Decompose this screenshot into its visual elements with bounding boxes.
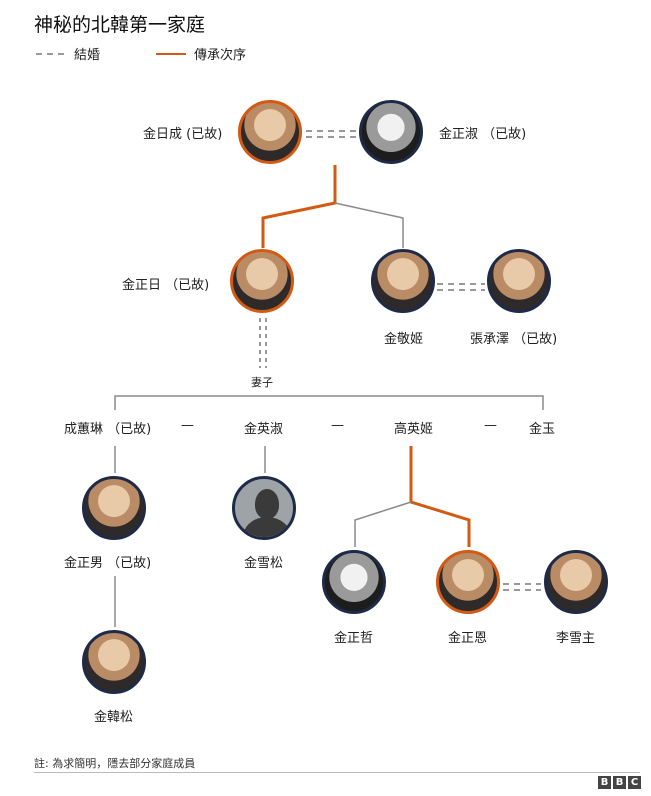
footer-divider [34,772,640,773]
bbc-logo-letter-3: C [628,776,641,789]
wives-label: 妻子 [251,376,273,389]
person-label-kim-jong-nam: 金正男 （已故) [64,556,152,571]
lineage-line-kim-kyong-hui [334,202,404,248]
succession-line-kim-jong-un [409,446,471,547]
portrait-kim-jong-il [230,249,294,313]
wives-separator-3: — [484,418,497,433]
bbc-logo-letter-2: B [613,776,626,789]
footnote: 註: 為求簡明，隱去部分家庭成員 [34,757,196,770]
bbc-logo: B B C [598,776,641,789]
person-label-kim-sol-song: 金雪松 [244,556,284,571]
portrait-kim-jong-un [436,550,500,614]
portrait-kim-il-sung [238,100,302,164]
portrait-kim-jong-nam [82,476,146,540]
person-label-kim-jong-suk: 金正淑 （已故) [439,127,527,142]
person-label-kim-il-sung: 金日成 (已故) [143,127,223,142]
portrait-kim-jong-chol [322,550,386,614]
wives-separator-2: — [331,418,344,433]
person-label-kim-ok: 金玉 [529,422,556,437]
legend-marriage-label: 結婚 [74,48,101,63]
legend-succession-label: 傳承次序 [194,48,247,63]
person-label-kim-jong-il: 金正日 （已故) [122,278,210,293]
person-label-kim-han-sol: 金韓松 [94,710,134,725]
portrait-ri-sol-ju [544,550,608,614]
legend-succession: 傳承次序 [156,44,246,63]
person-label-song-hye-rim: 成蕙琳 （已故) [64,422,152,437]
marriage-line-swatch [36,52,64,55]
person-label-kim-young-suk: 金英淑 [244,422,284,437]
bbc-logo-letter-1: B [598,776,611,789]
person-label-ko-yong-hui: 高英姬 [394,422,434,437]
person-label-kim-jong-chol: 金正哲 [334,631,374,646]
lineage-line-kim-jong-chol [354,501,412,547]
wives-separator-1: — [181,418,194,433]
portrait-kim-kyong-hui [371,249,435,313]
page-title: 神秘的北韓第一家庭 [34,14,206,36]
person-label-jang-song-thaek: 張承澤 （已故) [470,332,558,347]
portrait-kim-jong-suk [359,100,423,164]
portrait-kim-han-sol [82,630,146,694]
succession-line-swatch [156,52,186,55]
legend-marriage: 結婚 [36,44,100,63]
wives-bracket [114,395,544,410]
portrait-kim-sol-song-silhouette [232,476,296,540]
person-label-kim-kyong-hui: 金敬姬 [384,332,424,347]
succession-line-kim-jong-il [261,165,337,248]
person-label-ri-sol-ju: 李雪主 [556,631,596,646]
portrait-jang-song-thaek [487,249,551,313]
person-label-kim-jong-un: 金正恩 [448,631,488,646]
